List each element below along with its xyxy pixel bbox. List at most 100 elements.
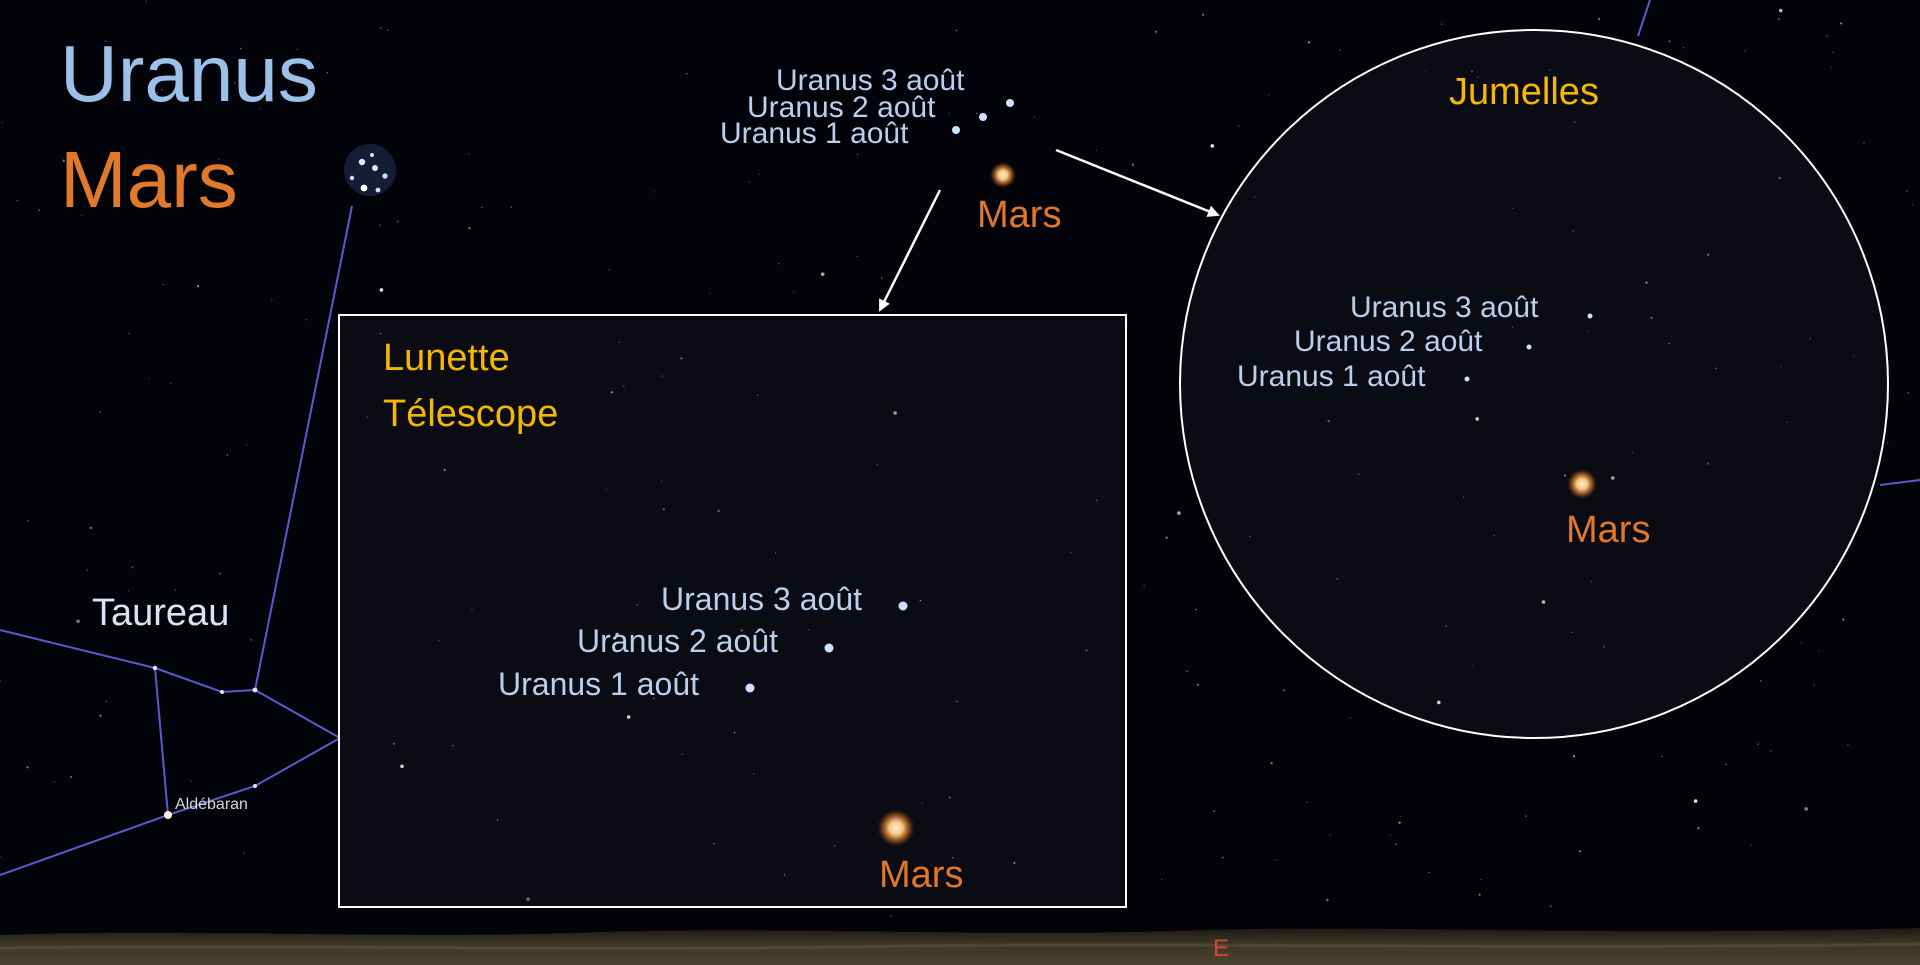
- background-star: [81, 214, 83, 217]
- background-star: [1, 121, 4, 124]
- background-star: [218, 572, 221, 575]
- background-star: [467, 153, 470, 155]
- background-star: [793, 291, 795, 294]
- background-star: [1597, 18, 1601, 21]
- background-star: [471, 608, 473, 611]
- background-star: [1339, 49, 1341, 51]
- background-star: [526, 897, 530, 901]
- background-star: [1863, 142, 1865, 144]
- background-star: [1563, 474, 1567, 477]
- background-star: [748, 181, 751, 183]
- background-star: [653, 697, 655, 700]
- main-mars-label: Mars: [977, 194, 1062, 236]
- background-star: [1095, 499, 1098, 502]
- telescope-field-stars: [366, 332, 1098, 901]
- background-star: [1563, 88, 1566, 91]
- bin-uranus-aug1-label: Uranus 1 août: [1237, 360, 1426, 393]
- background-star: [1813, 684, 1816, 686]
- background-star: [1275, 858, 1277, 861]
- background-star: [1715, 367, 1717, 369]
- bin-uranus-aug2-label: Uranus 2 août: [1294, 325, 1483, 358]
- background-star: [893, 411, 897, 415]
- background-star: [243, 852, 245, 854]
- main-uranus-aug2-label: Uranus 2 août: [747, 91, 936, 124]
- background-star: [1707, 253, 1710, 256]
- background-star: [1270, 762, 1273, 765]
- uranus-aug3-dot: [1006, 99, 1014, 107]
- background-star: [379, 27, 382, 29]
- background-star: [443, 468, 446, 471]
- background-star: [753, 772, 755, 775]
- background-star: [366, 416, 368, 418]
- title-uranus: Uranus: [60, 29, 318, 118]
- background-star: [976, 112, 978, 115]
- background-star: [605, 489, 608, 491]
- background-star: [1070, 552, 1072, 554]
- background-star: [708, 292, 711, 294]
- background-star: [636, 604, 638, 606]
- background-star: [226, 454, 228, 456]
- background-star: [53, 781, 56, 783]
- background-star: [305, 319, 308, 321]
- background-star: [131, 566, 134, 569]
- background-star: [0, 680, 2, 682]
- background-star: [164, 99, 168, 102]
- background-star: [1645, 281, 1648, 284]
- background-star: [510, 206, 512, 208]
- background-star: [246, 444, 248, 446]
- background-star: [1201, 13, 1205, 16]
- background-star: [27, 520, 29, 522]
- telescope-title-line2: Télescope: [383, 393, 559, 435]
- background-star: [1574, 121, 1576, 123]
- background-star: [197, 285, 200, 288]
- background-star: [1907, 392, 1910, 394]
- background-star: [1602, 645, 1606, 648]
- aldebaran-label: Aldébaran: [175, 796, 248, 813]
- background-star: [1428, 871, 1430, 874]
- background-star: [1770, 750, 1772, 752]
- background-star: [808, 628, 810, 631]
- background-star: [1550, 905, 1552, 907]
- pleiades-cluster: [344, 144, 396, 196]
- background-star: [379, 224, 381, 226]
- cardinal-east-label: E: [1213, 935, 1230, 962]
- background-star: [1143, 585, 1145, 587]
- background-star: [0, 855, 1, 857]
- background-star: [955, 29, 958, 32]
- background-star: [1548, 69, 1551, 71]
- background-star: [1682, 47, 1685, 49]
- background-star: [1268, 94, 1270, 96]
- background-star: [1578, 850, 1581, 853]
- background-star: [1358, 473, 1360, 475]
- background-star: [76, 619, 80, 623]
- background-star: [1477, 76, 1479, 79]
- bin-mars-label: Mars: [1566, 509, 1651, 551]
- background-star: [1437, 700, 1441, 705]
- background-star: [69, 775, 73, 779]
- background-star: [153, 100, 155, 102]
- background-star: [856, 255, 858, 258]
- background-star: [128, 332, 130, 335]
- background-star: [919, 599, 922, 602]
- background-star: [1389, 834, 1391, 836]
- background-star: [713, 842, 715, 845]
- background-star: [1757, 743, 1759, 745]
- background-star: [1668, 342, 1670, 344]
- background-star: [1650, 316, 1653, 319]
- background-star: [1222, 856, 1224, 859]
- background-star: [1777, 18, 1780, 21]
- background-star: [240, 47, 242, 50]
- background-star: [1013, 861, 1016, 865]
- background-star: [190, 780, 192, 783]
- binoculars-view-circle: [1179, 29, 1889, 739]
- background-star: [1177, 511, 1181, 515]
- background-star: [1840, 22, 1843, 25]
- aldebaran-star: [164, 811, 172, 819]
- background-star: [62, 159, 65, 162]
- background-star: [1254, 196, 1256, 198]
- background-star: [1301, 386, 1303, 388]
- background-star: [717, 509, 720, 513]
- background-star: [1131, 163, 1134, 166]
- tel-uranus-aug3-label: Uranus 3 août: [661, 581, 863, 617]
- background-star: [1906, 190, 1908, 192]
